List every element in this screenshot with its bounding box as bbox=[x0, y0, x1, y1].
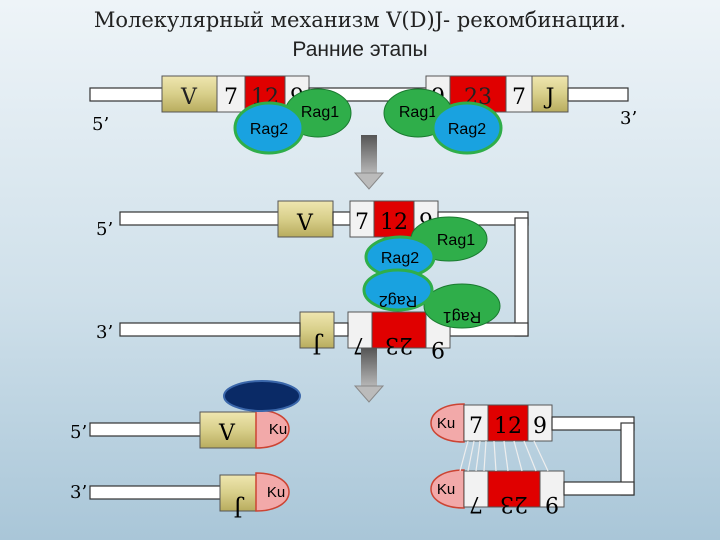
spacer-23-3 bbox=[487, 470, 541, 508]
rag1-label-top: Rag1 bbox=[437, 232, 475, 249]
dna-gap-bottom bbox=[332, 322, 349, 337]
heptamer-box-2 bbox=[349, 200, 375, 238]
v-label: V bbox=[180, 85, 198, 110]
dna-strand-coding-top bbox=[89, 422, 203, 437]
spacer-12-label-3: 12 bbox=[494, 414, 522, 439]
heptamer-box-3 bbox=[463, 404, 489, 442]
j-label: J bbox=[544, 85, 555, 110]
rag1-protein-bottom bbox=[423, 283, 501, 329]
nonamer-box-3 bbox=[527, 404, 553, 442]
heptamer-label: 7 bbox=[224, 85, 238, 110]
page-subtitle: Ранние этапы bbox=[292, 38, 428, 61]
rag2-label-top: Rag2 bbox=[381, 250, 419, 267]
v-label-2: V bbox=[296, 211, 314, 236]
three-prime-label-1: 3’ bbox=[620, 108, 637, 129]
dna-strand-top bbox=[119, 211, 281, 226]
nonamer-label-3: 9 bbox=[533, 414, 547, 439]
v-label-3: V bbox=[218, 421, 236, 446]
heptamer-box-3b bbox=[463, 470, 489, 508]
heptamer-label-3: 7 bbox=[469, 414, 483, 439]
j-label-2: J bbox=[313, 332, 324, 357]
rag2-protein-left bbox=[233, 101, 305, 155]
heptamer-box bbox=[216, 75, 246, 113]
rag2-protein-right bbox=[431, 101, 503, 155]
spacer-12-2 bbox=[373, 200, 415, 238]
arrow-down-icon-2 bbox=[353, 348, 385, 403]
heptamer-label-2: 7 bbox=[355, 210, 369, 235]
rag1-label-bottom: Rag1 bbox=[443, 308, 481, 325]
nonamer-label-2b: 9 bbox=[431, 336, 445, 361]
j-segment bbox=[531, 75, 569, 113]
base-pair-lines bbox=[459, 440, 549, 472]
spacer-23-2 bbox=[371, 311, 427, 349]
v-segment-2 bbox=[277, 200, 334, 238]
heptamer-right-label: 7 bbox=[512, 85, 526, 110]
page-title: Молекулярный механизм V(D)J- рекомбинаци… bbox=[93, 8, 627, 32]
rag1-label-right: Rag1 bbox=[399, 104, 437, 121]
dna-strand-coding-bottom bbox=[89, 485, 223, 500]
rag2-label-bottom: Rag2 bbox=[379, 292, 417, 309]
signal-loop-bottom bbox=[563, 481, 635, 496]
dna-strand-left bbox=[89, 87, 166, 102]
stage-3: V Ku J Ku 5’ 3’ Ku 7 12 9 Ku 7 23 9 bbox=[70, 380, 635, 520]
j-segment-3 bbox=[219, 474, 257, 512]
ku-label-right-bottom: Ku bbox=[437, 481, 455, 498]
rag2-protein-bottom bbox=[362, 268, 434, 312]
ku-label-left-top: Ku bbox=[269, 421, 287, 438]
rag2-label-right: Rag2 bbox=[448, 121, 486, 138]
stage-1: V 7 12 9 9 23 7 J 5’ 3’ Rag1 Rag2 Rag1 R… bbox=[89, 75, 637, 155]
j-label-3: J bbox=[234, 495, 245, 520]
ku-label-left-bottom: Ku bbox=[267, 484, 285, 501]
nonamer-label-3b: 9 bbox=[545, 491, 559, 516]
heptamer-box-2b bbox=[347, 311, 373, 349]
five-prime-label-1: 5’ bbox=[92, 114, 109, 135]
dna-strand-bottom bbox=[119, 322, 301, 337]
arrow-down-icon-1 bbox=[353, 135, 385, 190]
three-prime-label-2: 3’ bbox=[96, 322, 113, 343]
dna-loop-right bbox=[514, 217, 529, 337]
ku-label-right-top: Ku bbox=[437, 415, 455, 432]
stage-2: V 7 12 9 9 23 7 J 5’ 3’ Rag1 Rag2 Rag1 R… bbox=[96, 200, 529, 361]
j-segment-2 bbox=[299, 311, 335, 349]
dna-gap-top bbox=[332, 211, 351, 226]
rag2-label-left: Rag2 bbox=[250, 121, 288, 138]
three-prime-label-3: 3’ bbox=[70, 482, 87, 503]
dna-strand-right bbox=[567, 87, 629, 102]
v-segment-3 bbox=[199, 411, 257, 449]
nonamer-box-3b bbox=[539, 470, 565, 508]
ku-half-left-bottom bbox=[255, 472, 290, 512]
heptamer-box-right bbox=[505, 75, 533, 113]
spacer-23-label-3: 23 bbox=[500, 491, 528, 516]
ku-half-left-top bbox=[255, 409, 290, 449]
spacer-23-label-2: 23 bbox=[385, 332, 413, 357]
five-prime-label-2: 5’ bbox=[96, 219, 113, 240]
ku-half-right-top bbox=[430, 403, 465, 443]
rag1-label-left: Rag1 bbox=[301, 104, 339, 121]
dna-pk-protein bbox=[223, 380, 301, 412]
spacer-12-label-2: 12 bbox=[380, 210, 408, 235]
ku-half-right-bottom bbox=[430, 469, 465, 509]
heptamer-label-3b: 7 bbox=[469, 491, 483, 516]
five-prime-label-3: 5’ bbox=[70, 422, 87, 443]
